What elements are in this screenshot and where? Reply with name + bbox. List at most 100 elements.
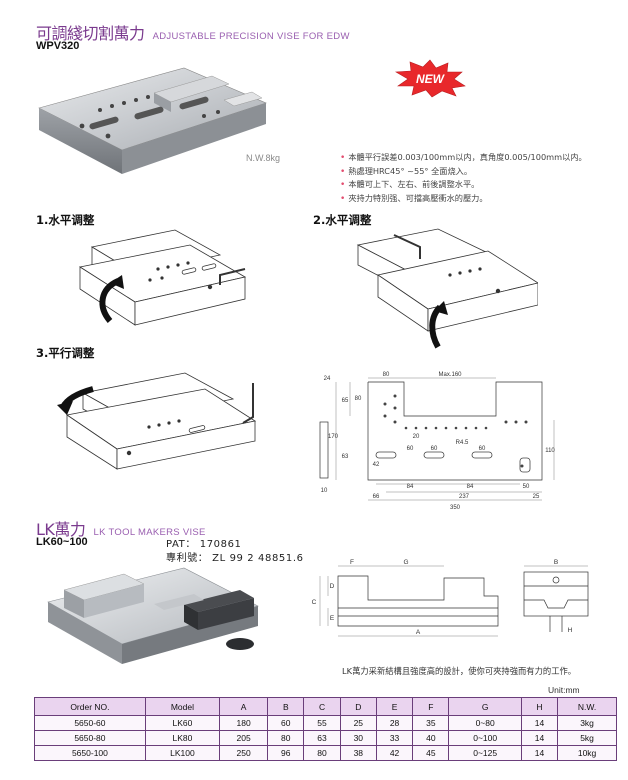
dim-label: 237 — [459, 494, 470, 500]
table-cell: 60 — [267, 715, 305, 731]
dim-label: 350 — [450, 505, 461, 511]
step-2-diagram — [356, 228, 538, 349]
dim-label: 80 — [355, 396, 362, 402]
table-cell: 80 — [267, 730, 305, 746]
table-row: 5650-100 LK100 250 96 80 38 42 45 0~125 … — [34, 745, 617, 761]
table-cell: 14 — [520, 715, 559, 731]
title-chinese: 可調綫切割萬力 — [36, 24, 145, 43]
table-cell: 250 — [219, 745, 269, 761]
column-header: A — [219, 697, 269, 716]
page-header: 可調綫切割萬力 ADJUSTABLE PRECISION VISE FOR ED… — [36, 20, 350, 44]
table-cell: 10kg — [557, 745, 617, 761]
dim-label: C — [312, 599, 317, 606]
net-weight: N.W.8kg — [246, 153, 281, 163]
section2-header: LK萬力 LK TOOL MAKERS VISE — [36, 516, 206, 540]
section2-title-chinese: LK萬力 — [36, 520, 86, 539]
feature-item: 本體平行誤差0.003/100mm以内，真角度0.005/100mm以内。 — [340, 151, 620, 165]
column-header: N.W. — [557, 697, 617, 716]
feature-item: 夾持力特別强、可擋高壓衝水的壓力。 — [340, 192, 620, 206]
dim-label: 60 — [407, 446, 414, 452]
dim-label: 84 — [467, 484, 474, 490]
dim-label: 80 — [383, 372, 390, 378]
lk-description: LK萬力采新結構且強度高的設計，使你可夾持強而有力的工作。 — [342, 666, 577, 676]
step-2-label: 2.水平调整 — [313, 213, 372, 227]
feature-list: 本體平行誤差0.003/100mm以内，真角度0.005/100mm以内。 熱處… — [340, 151, 620, 205]
lk-dimension-drawing: F G D C E A — [312, 559, 499, 637]
model-code: WPV320 — [36, 40, 80, 52]
dim-label: Max.160 — [438, 372, 462, 378]
dim-label: 170 — [328, 434, 339, 440]
dim-label: D — [330, 583, 335, 590]
dim-label: 84 — [407, 484, 414, 490]
table-cell: 0~125 — [448, 745, 522, 761]
table-cell: 38 — [339, 745, 377, 761]
table-cell: 5650-100 — [34, 745, 146, 761]
table-cell: 33 — [375, 730, 414, 746]
dim-label: A — [416, 629, 421, 636]
table-cell: 30 — [339, 730, 377, 746]
title-english: ADJUSTABLE PRECISION VISE FOR EDW — [152, 31, 350, 42]
unit-label: Unit:mm — [548, 685, 580, 695]
dim-label: B — [554, 559, 558, 566]
table-cell: 96 — [267, 745, 305, 761]
step-1-diagram — [78, 229, 247, 326]
dim-label: 66 — [373, 494, 380, 500]
column-header: G — [448, 697, 522, 716]
dim-label: 110 — [545, 448, 555, 454]
wpv320-dimension-drawing: 24 80 Max.160 65 80 170 63 110 20 42 R4.… — [319, 372, 555, 511]
dim-label: 25 — [533, 494, 540, 500]
dim-label: 65 — [342, 398, 349, 404]
column-header: E — [375, 697, 414, 716]
table-cell: 35 — [412, 715, 450, 731]
table-cell: 3kg — [557, 715, 617, 731]
dim-label: 20 — [413, 434, 420, 440]
lk-vise-photo — [47, 567, 259, 664]
table-cell: 42 — [375, 745, 414, 761]
pat-number: PAT： 170861 — [166, 539, 242, 550]
section2-model: LK60~100 — [36, 536, 88, 548]
table-row: 5650-80 LK80 205 80 63 30 33 40 0~100 14… — [34, 730, 617, 746]
table-cell: 80 — [303, 745, 341, 761]
dim-label: 63 — [342, 454, 349, 460]
section2-title-english: LK TOOL MAKERS VISE — [93, 527, 206, 538]
column-header: H — [520, 697, 559, 716]
table-cell: 5650-80 — [34, 730, 146, 746]
table-cell: 0~100 — [448, 730, 522, 746]
new-badge-icon: NEW — [395, 59, 466, 98]
table-cell: LK60 — [144, 715, 221, 731]
dim-label: 24 — [324, 376, 331, 382]
step-3-diagram — [57, 372, 257, 470]
dim-label: 42 — [373, 462, 380, 468]
step-3-label: 3.平行调整 — [36, 346, 95, 360]
table-cell: 40 — [412, 730, 450, 746]
table-cell: 25 — [339, 715, 377, 731]
table-cell: LK80 — [144, 730, 221, 746]
dim-label: G — [403, 559, 408, 566]
dim-label: 60 — [479, 446, 486, 452]
table-cell: 45 — [412, 745, 450, 761]
edw-vise-photo — [38, 67, 267, 174]
table-cell: 63 — [303, 730, 341, 746]
column-header: F — [412, 697, 450, 716]
patent-number: 專利號： ZL 99 2 48851.6 — [166, 553, 304, 564]
table-cell: 14 — [520, 745, 559, 761]
dim-label: 60 — [431, 446, 438, 452]
column-header: Model — [144, 697, 221, 716]
table-cell: 180 — [219, 715, 269, 731]
column-header: C — [303, 697, 341, 716]
table-cell: LK100 — [144, 745, 221, 761]
feature-item: 本體可上下、左右、前後調整水平。 — [340, 178, 620, 192]
step-1-label: 1.水平调整 — [36, 213, 95, 227]
lk-side-drawing: B H — [523, 559, 589, 634]
column-header: Order NO. — [34, 697, 146, 716]
dim-label: E — [330, 615, 335, 622]
dim-label: H — [568, 627, 573, 634]
dim-label: 10 — [321, 488, 328, 494]
table-cell: 55 — [303, 715, 341, 731]
new-badge-label: NEW — [416, 72, 446, 86]
table-cell: 5650-60 — [34, 715, 146, 731]
dim-label: R4.5 — [456, 440, 469, 446]
table-cell: 5kg — [557, 730, 617, 746]
dim-label: 50 — [523, 484, 530, 490]
table-header-row: Order NO. Model A B C D E F G H N.W. — [34, 697, 617, 716]
